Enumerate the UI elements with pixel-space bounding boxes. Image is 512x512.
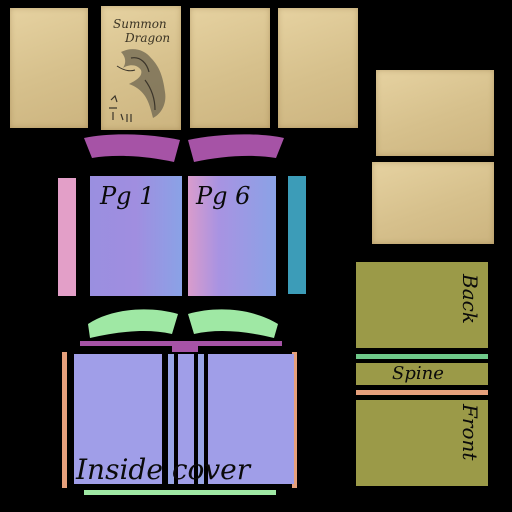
- inside-cover-label: Inside cover: [76, 453, 251, 486]
- inside-cover-top-strip: [172, 346, 198, 352]
- page-ribbon-magenta-right: [188, 134, 284, 162]
- inside-cover-spine-right: [198, 354, 204, 484]
- page-1-label: Pg 1: [100, 182, 155, 210]
- front-cover: Front: [356, 400, 488, 486]
- parchment-page-6: [372, 162, 494, 244]
- page-ribbon-magenta-left: [84, 134, 180, 162]
- spine: Spine: [356, 363, 488, 385]
- page-6-uv: Pg 6: [188, 176, 276, 296]
- spell-title-line1: Summon: [113, 17, 167, 31]
- rune-glyph-icon: [109, 94, 132, 122]
- parchment-page-3: [190, 8, 270, 128]
- page-edge-teal: [288, 176, 306, 294]
- page-6-label: Pg 6: [196, 182, 251, 210]
- summon-dragon-page: Summon Dragon: [101, 6, 181, 130]
- parchment-page-4: [278, 8, 358, 128]
- spine-stripe-green: [356, 354, 488, 359]
- inside-cover-spine-center: [178, 354, 194, 484]
- page-1-uv: Pg 1: [90, 176, 182, 296]
- back-label: Back: [458, 274, 482, 324]
- page-ribbon-green-left: [88, 309, 178, 338]
- inside-cover-right-panel: [208, 354, 294, 484]
- dragon-illustration-icon: [116, 49, 166, 118]
- spell-title-line2: Dragon: [125, 31, 171, 45]
- back-cover: Back: [356, 262, 488, 348]
- magenta-stripe-mid: [80, 341, 282, 346]
- cover-edge-salmon-right: [292, 352, 297, 488]
- inside-cover-spine-left: [168, 354, 174, 484]
- spine-label: Spine: [392, 363, 444, 384]
- page-ribbon-green-right: [188, 309, 278, 338]
- front-label: Front: [458, 404, 482, 461]
- parchment-page-5: [376, 70, 494, 156]
- page-edge-pink: [58, 178, 76, 296]
- inside-cover-left-panel: [74, 354, 162, 484]
- parchment-page-1: [10, 8, 88, 128]
- spine-stripe-salmon: [356, 390, 488, 395]
- cover-edge-salmon-left: [62, 352, 67, 488]
- inside-cover-bottom-strip: [84, 490, 276, 495]
